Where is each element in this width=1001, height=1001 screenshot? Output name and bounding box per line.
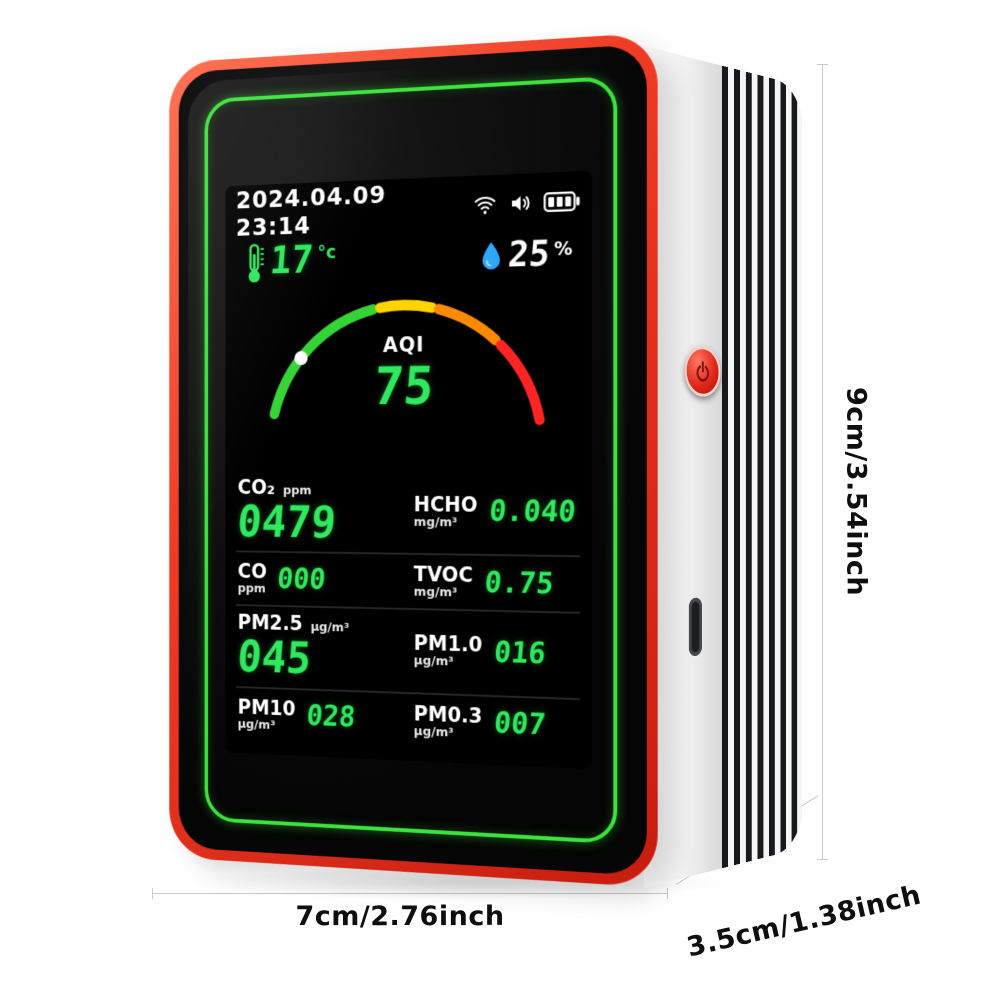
reading-value: 007 bbox=[492, 706, 547, 743]
reading-unit: mg/m³ bbox=[413, 585, 458, 601]
device-front: 2024.04.09 23:14 bbox=[169, 32, 658, 888]
reading-label-stack: TVOC mg/m³ bbox=[414, 563, 473, 602]
reading-label-stack: PM0.3 µg/m³ bbox=[414, 702, 483, 743]
height-dimension-line bbox=[817, 64, 828, 860]
reading-label-stack: PM10 µg/m³ bbox=[238, 695, 296, 734]
reading-hcho: HCHO mg/m³ 0.040 bbox=[414, 493, 578, 533]
reading-pm03: PM0.3 µg/m³ 007 bbox=[414, 702, 578, 747]
speaker-icon bbox=[512, 191, 533, 216]
reading-value: 028 bbox=[304, 699, 357, 735]
reading-value: 016 bbox=[492, 634, 547, 671]
water-drop-icon bbox=[482, 241, 500, 270]
device-bezel: 2024.04.09 23:14 bbox=[178, 44, 647, 876]
reading-label: TVOC bbox=[413, 562, 473, 588]
gauge-arc-yellow bbox=[380, 304, 432, 308]
status-icons bbox=[472, 189, 580, 217]
width-dimension-line bbox=[152, 888, 668, 899]
thermometer-icon bbox=[243, 242, 266, 283]
reading-unit: µg/m³ bbox=[413, 724, 454, 741]
vent-grille bbox=[721, 65, 803, 869]
wifi-icon bbox=[472, 193, 497, 214]
reading-co2: CO₂ ppm 0479 bbox=[235, 476, 414, 548]
reading-pm10: PM10 µg/m³ 028 bbox=[238, 695, 414, 739]
reading-pm10-fine: PM1.0 µg/m³ 016 bbox=[414, 631, 578, 674]
reading-unit: ppm bbox=[237, 581, 266, 597]
reading-row-pm25-pm10: PM2.5 µg/m³ 045 PM1.0 µg/m³ 016 bbox=[236, 607, 580, 697]
reading-label: CO bbox=[237, 560, 267, 584]
temperature-reading: 17 °c bbox=[243, 237, 337, 285]
status-bar: 2024.04.09 23:14 bbox=[236, 180, 580, 241]
reading-tvoc: TVOC mg/m³ 0.75 bbox=[414, 563, 578, 604]
reading-co: CO ppm 000 bbox=[238, 560, 414, 601]
width-dimension-label: 7cm/2.76inch bbox=[295, 901, 505, 932]
humidity-unit: % bbox=[554, 237, 573, 261]
temperature-unit: °c bbox=[317, 241, 337, 264]
reading-value: 0.75 bbox=[482, 565, 555, 602]
reading-label: PM10 bbox=[237, 695, 296, 721]
power-icon bbox=[694, 358, 712, 384]
reading-unit: µg/m³ bbox=[237, 717, 276, 733]
reading-pm25: PM2.5 µg/m³ 045 bbox=[235, 611, 414, 685]
humidity-value: 25 bbox=[506, 233, 552, 276]
reading-row-pm10-pm03: PM10 µg/m³ 028 PM0.3 µg/m³ 007 bbox=[236, 689, 580, 754]
reading-label-stack: PM1.0 µg/m³ bbox=[414, 631, 483, 671]
aqi-value: 75 bbox=[371, 355, 437, 417]
reading-unit: µg/m³ bbox=[310, 620, 350, 636]
reading-value: 045 bbox=[235, 630, 314, 685]
device-side-panel bbox=[644, 46, 803, 888]
height-dimension-label: 9cm/3.54inch bbox=[840, 386, 872, 597]
reading-label: HCHO bbox=[413, 492, 478, 517]
reading-value: 0.040 bbox=[487, 494, 577, 530]
reading-value: 0479 bbox=[235, 495, 339, 548]
reading-row-co2-hcho: CO₂ ppm 0479 HCHO mg/m³ 0.040 bbox=[236, 472, 580, 554]
reading-label-stack: HCHO mg/m³ bbox=[414, 493, 478, 532]
reading-value: 000 bbox=[276, 562, 328, 597]
datetime-text: 2024.04.09 23:14 bbox=[235, 180, 387, 242]
reading-label-stack: CO ppm bbox=[238, 560, 267, 597]
readings-grid: CO₂ ppm 0479 HCHO mg/m³ 0.040 bbox=[236, 472, 581, 755]
reading-unit: mg/m³ bbox=[413, 514, 458, 530]
climate-row: 17 °c 25 % bbox=[236, 231, 580, 286]
battery-icon bbox=[544, 191, 580, 212]
power-button bbox=[684, 345, 721, 398]
usb-c-port bbox=[688, 597, 703, 657]
aqi-gauge: AQI 75 bbox=[236, 286, 580, 465]
temperature-value: 17 bbox=[268, 237, 315, 283]
humidity-reading: 25 % bbox=[479, 233, 573, 276]
device-screen: 2024.04.09 23:14 bbox=[225, 170, 592, 770]
reading-unit: µg/m³ bbox=[413, 653, 454, 670]
reading-row-co-tvoc: CO ppm 000 TVOC mg/m³ 0.75 bbox=[236, 554, 580, 612]
reading-label: PM1.0 bbox=[413, 631, 483, 657]
